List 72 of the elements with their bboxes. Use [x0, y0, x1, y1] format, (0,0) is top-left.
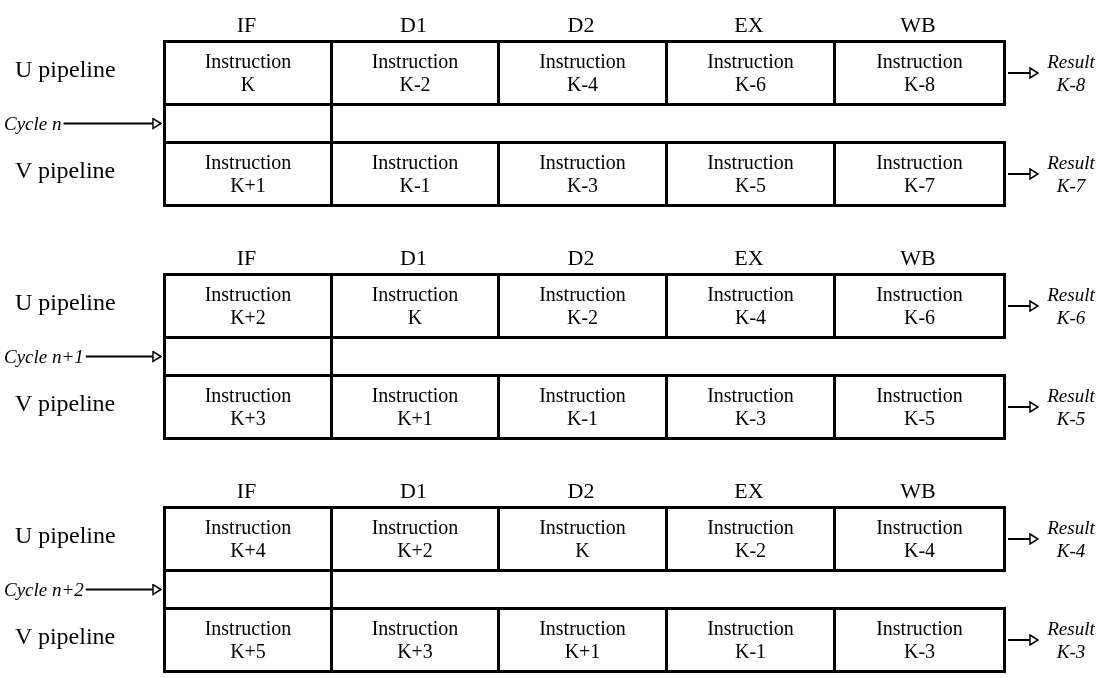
- instruction-cell: Instruction K+1: [330, 374, 500, 440]
- result-label: Result K-6: [1040, 273, 1102, 339]
- cycle-label: Cycle n+2: [4, 573, 84, 605]
- stage-header: D2: [567, 478, 595, 504]
- stage-header: D1: [400, 12, 427, 38]
- stage-header: EX: [734, 12, 764, 38]
- instruction-cell: Instruction K-5: [665, 141, 836, 207]
- instruction-cell: Instruction K-7: [833, 141, 1006, 207]
- cycle-label: Cycle n: [4, 107, 62, 139]
- result-label: Result K-5: [1040, 374, 1102, 440]
- instruction-cell: Instruction K-1: [497, 374, 668, 440]
- empty-slot: [163, 103, 333, 144]
- stage-header: D2: [567, 12, 595, 38]
- arrow: [84, 583, 162, 596]
- instruction-cell: Instruction K: [497, 506, 668, 572]
- instruction-cell: Instruction K+2: [163, 273, 333, 339]
- arrow: [1007, 168, 1039, 180]
- arrow: [1007, 401, 1039, 413]
- instruction-cell: Instruction K-4: [833, 506, 1006, 572]
- arrow: [1007, 67, 1039, 79]
- pipeline-label: V pipeline: [15, 623, 116, 650]
- instruction-cell: Instruction K-6: [833, 273, 1006, 339]
- stage-header: D1: [400, 478, 427, 504]
- pipeline-label: V pipeline: [15, 390, 116, 417]
- stage-header: D2: [567, 245, 595, 271]
- result-label: Result K-8: [1040, 40, 1102, 106]
- instruction-cell: Instruction K-4: [665, 273, 836, 339]
- stage-header: WB: [900, 245, 936, 271]
- stage-header: EX: [734, 245, 764, 271]
- stage-header: WB: [900, 12, 936, 38]
- instruction-cell: Instruction K+3: [163, 374, 333, 440]
- instruction-cell: Instruction K-5: [833, 374, 1006, 440]
- instruction-cell: Instruction K+3: [330, 607, 500, 673]
- instruction-cell: Instruction K-4: [497, 40, 668, 106]
- stage-header: IF: [236, 12, 257, 38]
- pipeline-label: U pipeline: [15, 56, 116, 83]
- stage-header: IF: [236, 245, 257, 271]
- instruction-cell: Instruction K-2: [330, 40, 500, 106]
- instruction-cell: Instruction K: [163, 40, 333, 106]
- pipeline-label: U pipeline: [15, 289, 116, 316]
- stage-header: WB: [900, 478, 936, 504]
- stage-header: EX: [734, 478, 764, 504]
- instruction-cell: Instruction K+2: [330, 506, 500, 572]
- arrow: [62, 117, 162, 130]
- arrow: [84, 350, 162, 363]
- result-label: Result K-3: [1040, 607, 1102, 673]
- arrow: [1007, 634, 1039, 646]
- instruction-cell: Instruction K-1: [665, 607, 836, 673]
- empty-slot: [163, 336, 333, 377]
- pipeline-label: V pipeline: [15, 157, 116, 184]
- stage-header: IF: [236, 478, 257, 504]
- instruction-cell: Instruction K: [330, 273, 500, 339]
- instruction-cell: Instruction K-3: [833, 607, 1006, 673]
- instruction-cell: Instruction K+5: [163, 607, 333, 673]
- empty-slot: [163, 569, 333, 610]
- instruction-cell: Instruction K-6: [665, 40, 836, 106]
- instruction-cell: Instruction K+1: [163, 141, 333, 207]
- cycle-label: Cycle n+1: [4, 340, 84, 372]
- instruction-cell: Instruction K-3: [497, 141, 668, 207]
- instruction-cell: Instruction K-2: [497, 273, 668, 339]
- result-label: Result K-7: [1040, 141, 1102, 207]
- arrow: [1007, 533, 1039, 545]
- instruction-cell: Instruction K-3: [665, 374, 836, 440]
- instruction-cell: Instruction K+1: [497, 607, 668, 673]
- pipeline-label: U pipeline: [15, 522, 116, 549]
- instruction-cell: Instruction K+4: [163, 506, 333, 572]
- arrow: [1007, 300, 1039, 312]
- instruction-cell: Instruction K-8: [833, 40, 1006, 106]
- instruction-cell: Instruction K-1: [330, 141, 500, 207]
- result-label: Result K-4: [1040, 506, 1102, 572]
- instruction-cell: Instruction K-2: [665, 506, 836, 572]
- stage-header: D1: [400, 245, 427, 271]
